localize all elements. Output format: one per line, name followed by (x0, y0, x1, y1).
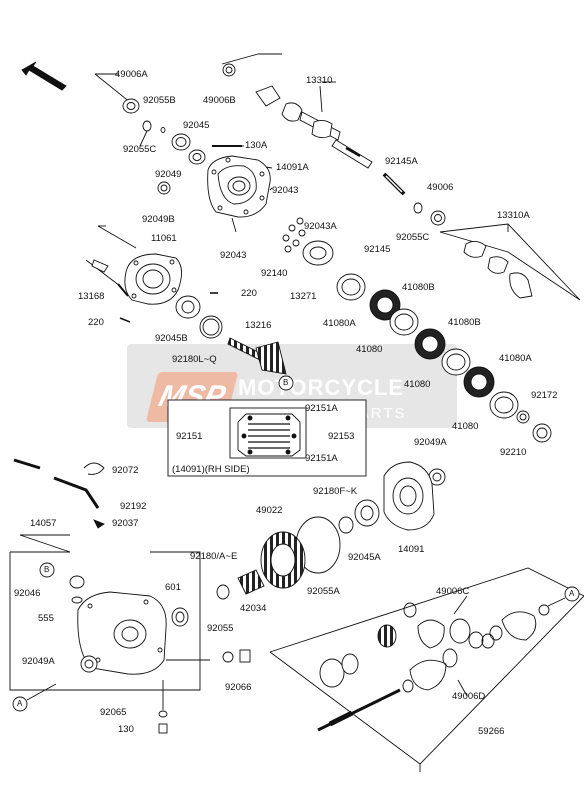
ref-a-left: A (17, 699, 23, 708)
label-92045b: 92045B (155, 333, 188, 344)
label-11061: 11061 (151, 233, 177, 244)
label-92055: 92055 (207, 623, 234, 634)
label-13216: 13216 (245, 320, 272, 331)
ref-b-lower: B (44, 565, 50, 574)
label-92049a-lower: 92049A (22, 656, 55, 667)
label-41080b-right: 41080B (448, 317, 481, 328)
label-92055c: 92055C (123, 144, 157, 155)
label-92043: 92043 (272, 185, 299, 196)
label-13271: 13271 (290, 291, 317, 302)
label-41080-low: 41080 (452, 421, 479, 432)
label-rh-side: (14091)(RH SIDE) (172, 464, 250, 475)
label-92049a: 92049A (414, 437, 447, 448)
label-92172: 92172 (531, 390, 558, 401)
label-92046: 92046 (14, 588, 41, 599)
label-130: 130 (118, 724, 134, 735)
label-92055b: 92055B (143, 95, 176, 106)
label-14091a: 14091A (276, 162, 309, 173)
label-92043-lower: 92043 (220, 250, 247, 261)
label-92045a: 92045A (348, 552, 381, 563)
label-49006: 49006 (427, 182, 454, 193)
label-555: 555 (38, 613, 54, 624)
label-92153: 92153 (328, 431, 355, 442)
label-13310a: 13310A (497, 210, 530, 221)
label-92045: 92045 (183, 120, 210, 131)
label-92043a: 92043A (304, 221, 337, 232)
label-92151: 92151 (176, 431, 203, 442)
label-49006b: 49006B (203, 95, 236, 106)
label-92037: 92037 (112, 518, 139, 529)
label-49006c: 49006C (436, 586, 470, 597)
label-92049: 92049 (155, 169, 182, 180)
watermark-text-1: MOTORCYCLE (238, 375, 405, 400)
label-59266: 59266 (478, 726, 505, 737)
clutch-plates (336, 273, 519, 419)
label-13310: 13310 (306, 75, 333, 86)
label-49006a: 49006A (115, 69, 148, 80)
label-92145a: 92145A (385, 156, 418, 167)
label-92192: 92192 (120, 501, 147, 512)
label-42034: 42034 (240, 603, 267, 614)
label-92140: 92140 (261, 268, 288, 279)
label-41080: 41080 (356, 344, 383, 355)
label-41080-mid: 41080 (404, 379, 431, 390)
label-92049b: 92049B (142, 214, 175, 225)
label-92066: 92066 (225, 682, 252, 693)
label-220-lower: 220 (88, 317, 104, 328)
label-14057: 14057 (30, 518, 57, 529)
front-arrow-icon (21, 61, 67, 91)
label-92145: 92145 (364, 244, 391, 255)
label-130a: 130A (245, 140, 268, 151)
label-92151a: 92151A (305, 403, 338, 414)
label-92180lq: 92180L~Q (172, 354, 217, 365)
label-601: 601 (165, 582, 181, 593)
ref-a-right: A (569, 589, 575, 598)
label-92065: 92065 (100, 707, 127, 718)
ref-b-upper: B (283, 378, 289, 387)
label-41080a: 41080A (323, 318, 356, 329)
label-220: 220 (241, 288, 257, 299)
label-92072: 92072 (112, 465, 139, 476)
label-92180ae: 92180/A~E (190, 551, 238, 562)
label-92055c-mid: 92055C (396, 232, 430, 243)
label-92151a-lower: 92151A (305, 453, 338, 464)
label-13168: 13168 (78, 291, 105, 302)
label-49022: 49022 (256, 505, 283, 516)
label-92180fk: 92180F~K (313, 486, 358, 497)
label-92210: 92210 (500, 447, 527, 458)
label-92055a: 92055A (307, 586, 340, 597)
label-14091: 14091 (398, 544, 425, 555)
label-41080b: 41080B (402, 282, 435, 293)
label-49006d: 49006D (452, 691, 486, 702)
label-41080a-right: 41080A (499, 353, 532, 364)
